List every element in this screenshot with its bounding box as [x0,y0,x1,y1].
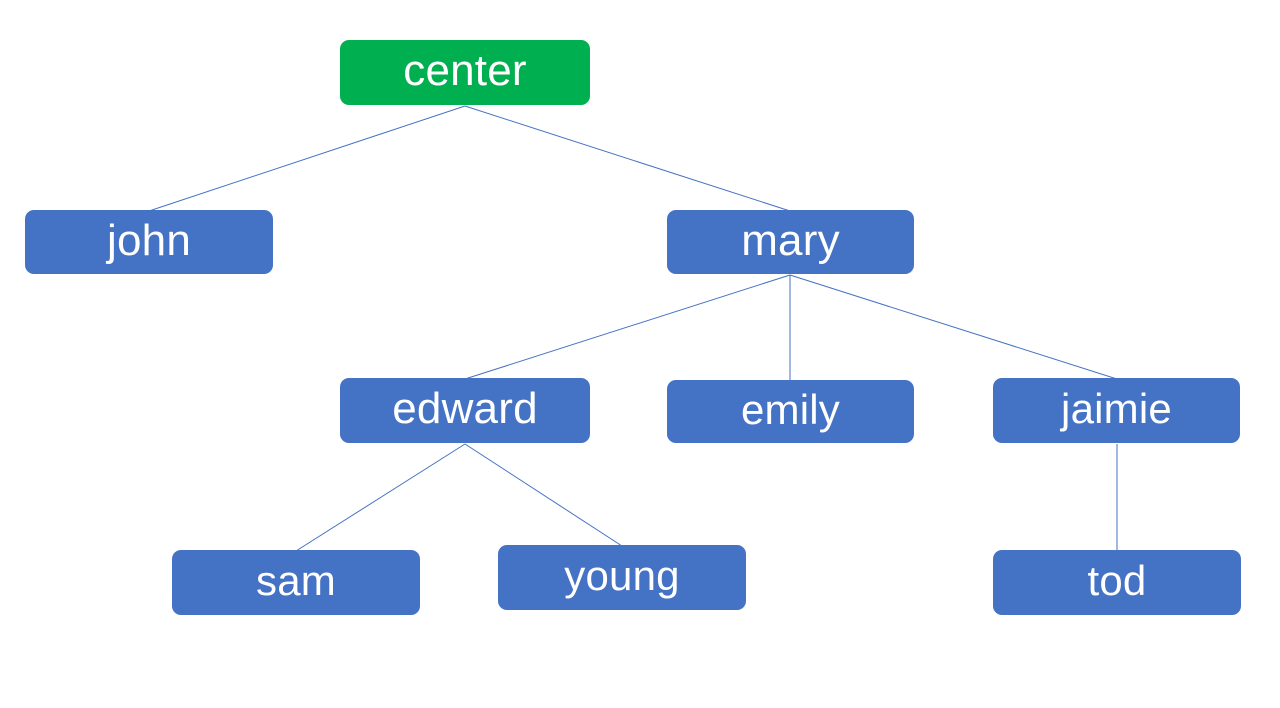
node-emily[interactable]: emily [667,380,914,443]
node-label-emily: emily [740,386,840,433]
node-john[interactable]: john [25,210,273,274]
node-center[interactable]: center [340,40,590,105]
node-label-center: center [403,46,527,95]
edge-center-to-john [148,105,466,212]
node-tod[interactable]: tod [993,550,1241,615]
node-mary[interactable]: mary [667,210,914,274]
edge-edward-to-sam [295,443,466,552]
node-label-tod: tod [1087,557,1147,604]
node-label-john: john [107,215,191,265]
node-label-young: young [564,552,680,599]
edge-mary-to-jaimie [789,274,1118,380]
node-label-mary: mary [741,215,840,265]
node-young[interactable]: young [498,545,746,610]
node-sam[interactable]: sam [172,550,420,615]
node-label-edward: edward [392,384,538,433]
edge-center-to-mary [464,105,791,212]
node-label-jaimie: jaimie [1061,385,1172,432]
node-label-sam: sam [256,557,336,604]
node-edward[interactable]: edward [340,378,590,443]
edge-edward-to-young [464,443,623,547]
node-jaimie[interactable]: jaimie [993,378,1240,443]
edge-mary-to-edward [464,274,791,380]
